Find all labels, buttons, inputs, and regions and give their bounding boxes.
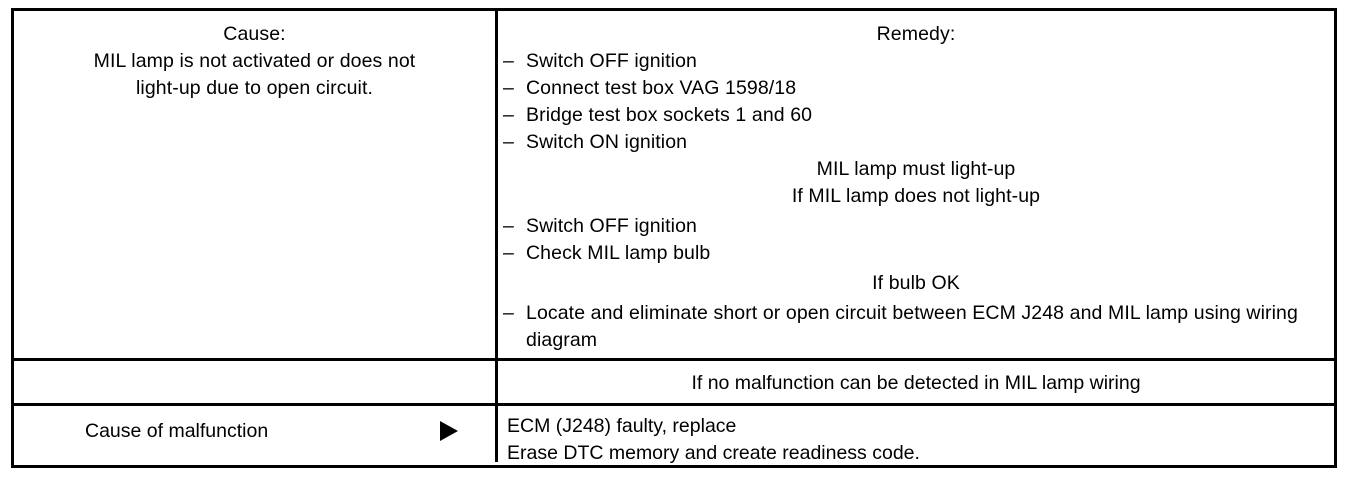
list-item: – Bridge test box sockets 1 and 60 [498, 102, 1334, 129]
bullet-dash-icon: – [503, 215, 514, 237]
bullet-dash-icon: – [503, 104, 514, 126]
remedy-steps-group-2: – Switch OFF ignition – Check MIL lamp b… [498, 213, 1334, 267]
remedy-cell: Remedy: – Switch OFF ignition – Connect … [498, 11, 1334, 358]
cause-cell: Cause: MIL lamp is not activated or does… [14, 11, 498, 358]
cause-line-1: MIL lamp is not activated or does not [93, 50, 416, 72]
cause-line-2: light-up due to open circuit. [135, 77, 374, 99]
bullet-dash-icon: – [503, 131, 514, 153]
remedy-final-cell: ECM (J248) faulty, replace Erase DTC mem… [498, 406, 1334, 464]
list-item: – Check MIL lamp bulb [498, 240, 1334, 267]
bullet-dash-icon: – [503, 50, 514, 72]
middle-left-cell [14, 361, 498, 403]
list-item-label: Check MIL lamp bulb [526, 242, 711, 264]
list-item: – Connect test box VAG 1598/18 [498, 75, 1334, 102]
list-item-label: Locate and eliminate short or open circu… [526, 302, 1298, 351]
remedy-steps-group-3: – Locate and eliminate short or open cir… [498, 300, 1334, 354]
table-row-middle: If no malfunction can be detected in MIL… [14, 358, 1334, 403]
remedy-heading: Remedy: [876, 23, 956, 45]
remedy-final-line-1: ECM (J248) faulty, replace [507, 415, 737, 437]
no-malfunction-text: If no malfunction can be detected in MIL… [691, 372, 1141, 394]
list-item: – Switch ON ignition [498, 129, 1334, 156]
remedy-note-1: MIL lamp must light-up [816, 158, 1016, 180]
bullet-dash-icon: – [503, 242, 514, 264]
list-item: – Switch OFF ignition [498, 48, 1334, 75]
list-item-label: Switch OFF ignition [526, 215, 697, 237]
remedy-note-3: If bulb OK [872, 272, 960, 294]
cause-block: Cause: MIL lamp is not activated or does… [14, 11, 495, 102]
table-row-bottom: Cause of malfunction ECM (J248) faulty, … [14, 403, 1334, 464]
list-item-label: Switch OFF ignition [526, 50, 697, 72]
remedy-note-2: If MIL lamp does not light-up [791, 185, 1041, 207]
list-item-label: Connect test box VAG 1598/18 [526, 77, 797, 99]
remedy-final-line-2: Erase DTC memory and create readiness co… [507, 442, 920, 464]
cause-heading: Cause: [223, 23, 286, 45]
diagnostic-table: Cause: MIL lamp is not activated or does… [11, 8, 1337, 468]
list-item-label: Bridge test box sockets 1 and 60 [526, 104, 813, 126]
remedy-final-block: ECM (J248) faulty, replace Erase DTC mem… [498, 406, 1334, 467]
remedy-steps-group-1: – Switch OFF ignition – Connect test box… [498, 48, 1334, 156]
table-row-main: Cause: MIL lamp is not activated or does… [14, 11, 1334, 358]
triangle-right-icon [440, 421, 458, 441]
list-item: – Locate and eliminate short or open cir… [498, 300, 1334, 354]
middle-right-cell: If no malfunction can be detected in MIL… [498, 361, 1334, 403]
bullet-dash-icon: – [503, 77, 514, 99]
bullet-dash-icon: – [503, 302, 514, 324]
cause-of-malfunction-cell: Cause of malfunction [14, 406, 498, 462]
cause-of-malfunction-label: Cause of malfunction [85, 420, 269, 442]
list-item-label: Switch ON ignition [526, 131, 688, 153]
list-item: – Switch OFF ignition [498, 213, 1334, 240]
